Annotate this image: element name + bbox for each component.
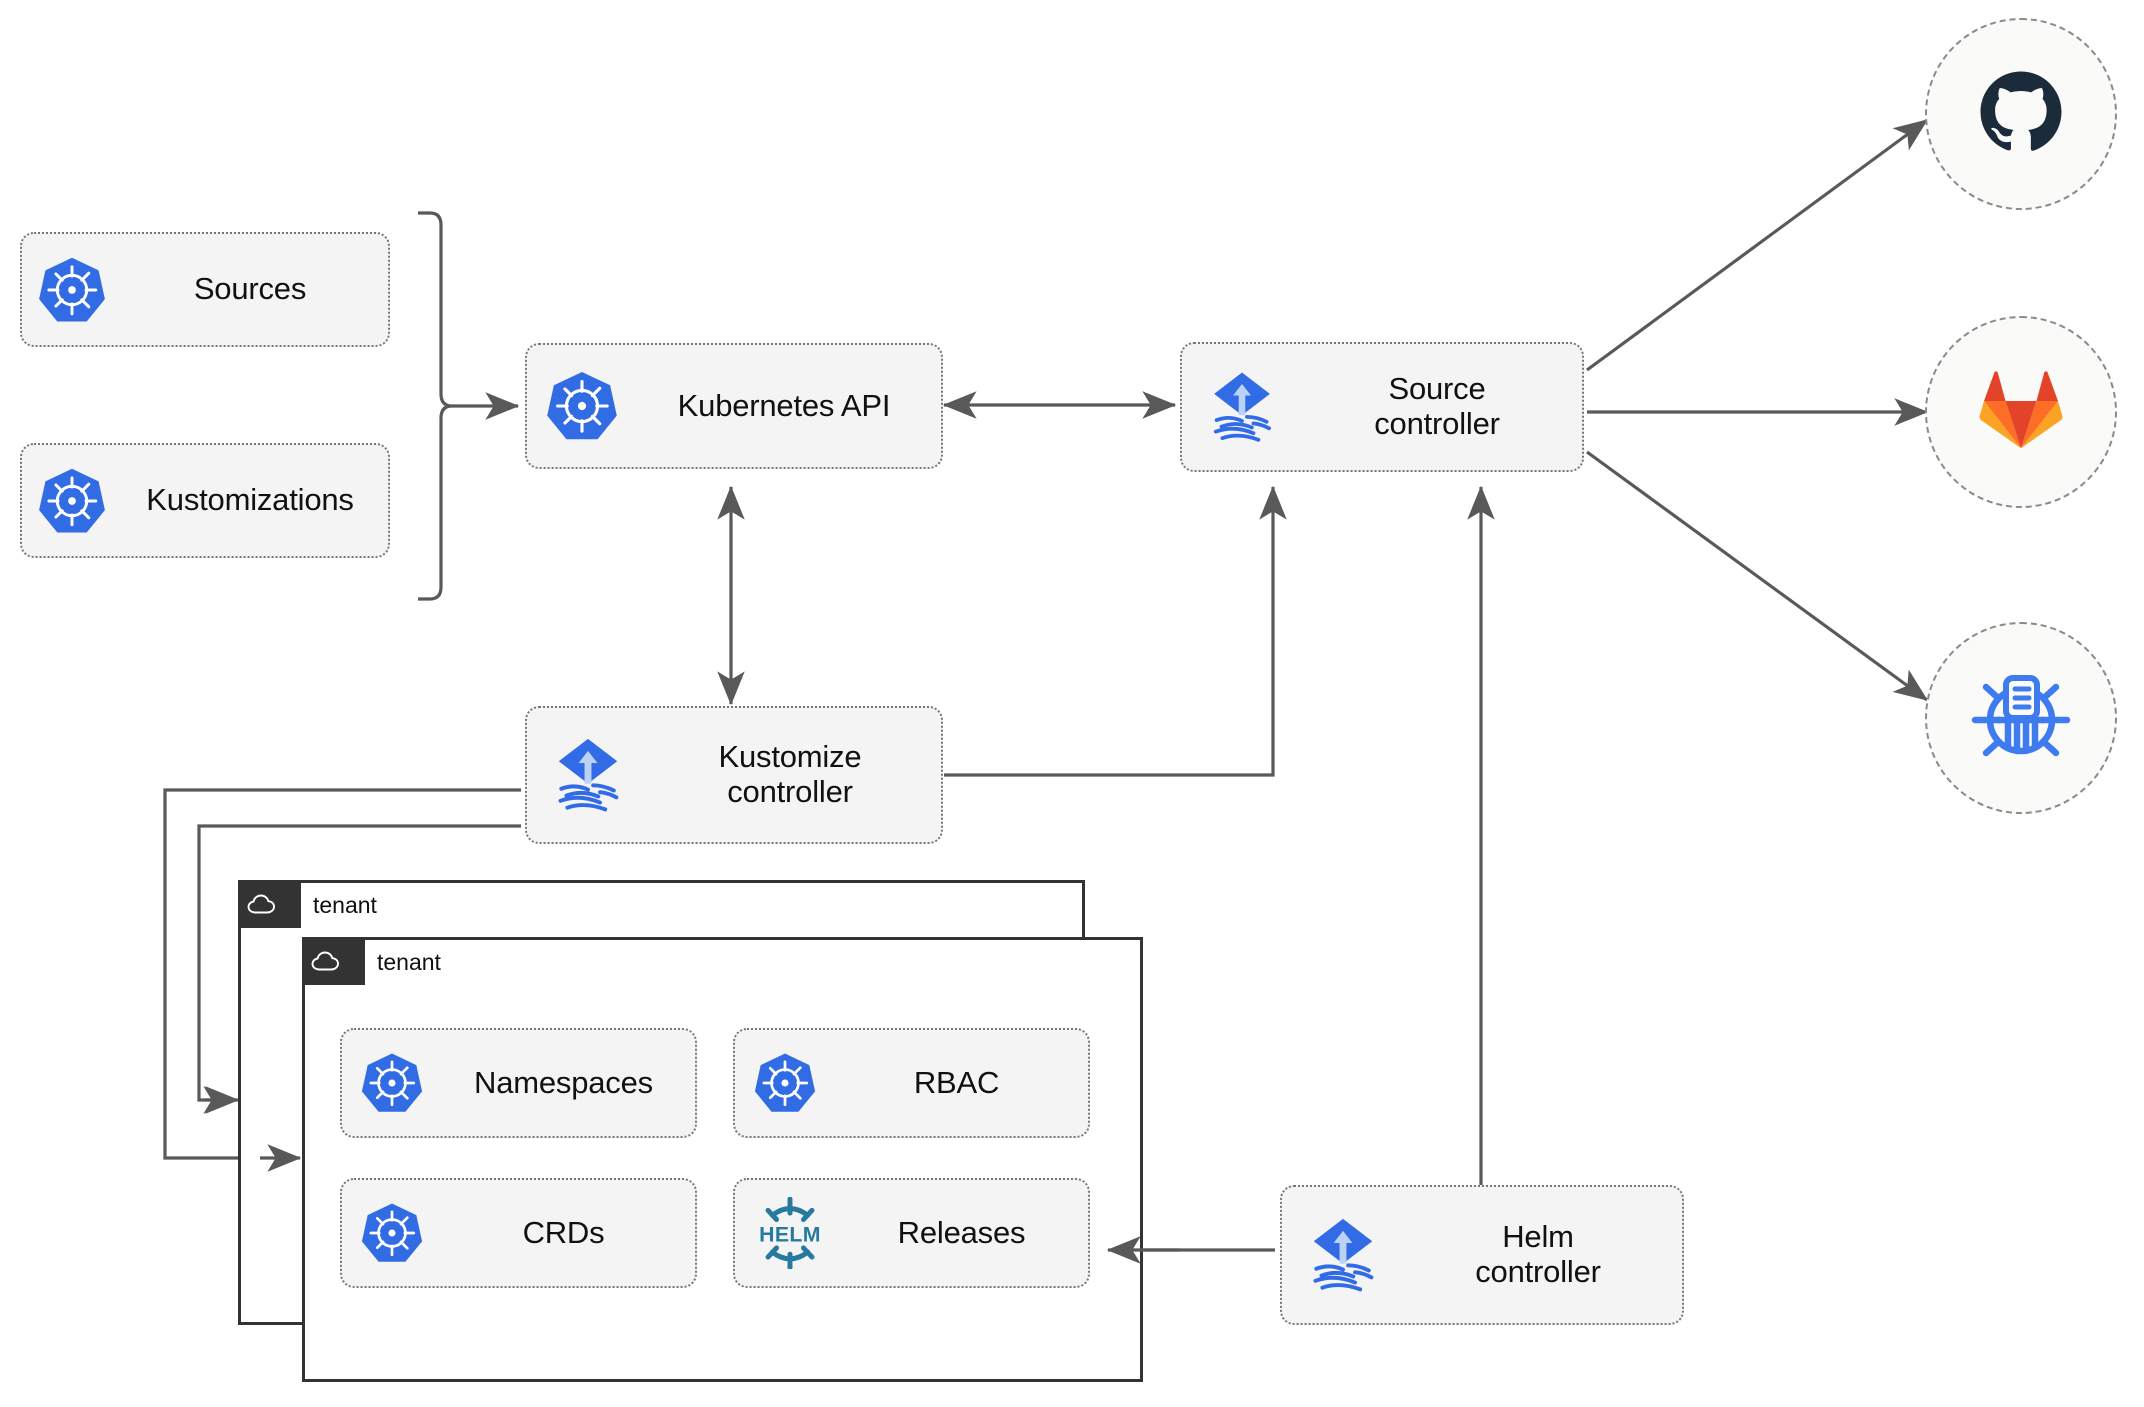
- tenant-tab-outer[interactable]: [238, 880, 301, 928]
- flux-icon: [1182, 366, 1302, 448]
- flux-icon: [1282, 1212, 1404, 1298]
- node-label: CRDs: [522, 1214, 605, 1250]
- kubernetes-icon: [342, 1051, 442, 1115]
- node-label: Source controller: [1374, 371, 1500, 441]
- kubernetes-icon: [342, 1201, 442, 1265]
- wire-inputs-bracket: [418, 211, 453, 601]
- tenant-tab-label-outer: tenant: [313, 892, 377, 918]
- node-namespaces[interactable]: Namespaces: [340, 1028, 697, 1138]
- helm-icon: HELM: [735, 1197, 845, 1269]
- node-label: Releases: [897, 1214, 1026, 1250]
- github-icon: [1975, 66, 2067, 163]
- tenant-tab-inner[interactable]: [302, 937, 365, 985]
- svg-text:HELM: HELM: [759, 1223, 821, 1247]
- node-kustomizations[interactable]: Kustomizations: [20, 443, 390, 558]
- external-source-gitlab[interactable]: [1925, 316, 2117, 508]
- wire-kustomize-to-source: [944, 485, 1287, 777]
- helm-repository-icon: [1971, 666, 2071, 771]
- node-label: Kustomize controller: [718, 739, 862, 809]
- node-label: Namespaces: [474, 1064, 653, 1100]
- node-kustomize-controller[interactable]: Kustomize controller: [525, 706, 943, 844]
- node-label: Kustomizations: [146, 482, 354, 518]
- kubernetes-icon: [735, 1051, 835, 1115]
- tenant-tab-label-inner: tenant: [377, 949, 441, 975]
- node-releases[interactable]: HELM Releases: [733, 1178, 1090, 1288]
- node-sources[interactable]: Sources: [20, 232, 390, 347]
- node-crds[interactable]: CRDs: [340, 1178, 697, 1288]
- wire-source-to-helm-repo: [1586, 450, 1929, 702]
- cloud-icon: [302, 937, 350, 985]
- external-source-github[interactable]: [1925, 18, 2117, 210]
- node-source-controller[interactable]: Source controller: [1180, 342, 1584, 472]
- node-helm-controller[interactable]: Helm controller: [1280, 1185, 1684, 1325]
- gitlab-icon: [1978, 369, 2064, 456]
- kubernetes-icon: [527, 369, 637, 443]
- wire-source-to-github: [1586, 118, 1929, 372]
- node-label: Kubernetes API: [677, 387, 891, 423]
- external-source-helm-repository[interactable]: [1925, 622, 2117, 814]
- kubernetes-icon: [22, 255, 122, 325]
- node-label: RBAC: [913, 1064, 1000, 1100]
- cloud-icon: [238, 880, 286, 928]
- tenant-frame-inner: [302, 937, 1143, 1382]
- node-rbac[interactable]: RBAC: [733, 1028, 1090, 1138]
- kubernetes-icon: [22, 466, 122, 536]
- node-kubernetes-api[interactable]: Kubernetes API: [525, 343, 943, 469]
- node-label: Helm controller: [1475, 1219, 1601, 1289]
- node-label: Sources: [193, 271, 307, 307]
- flux-icon: [527, 732, 649, 818]
